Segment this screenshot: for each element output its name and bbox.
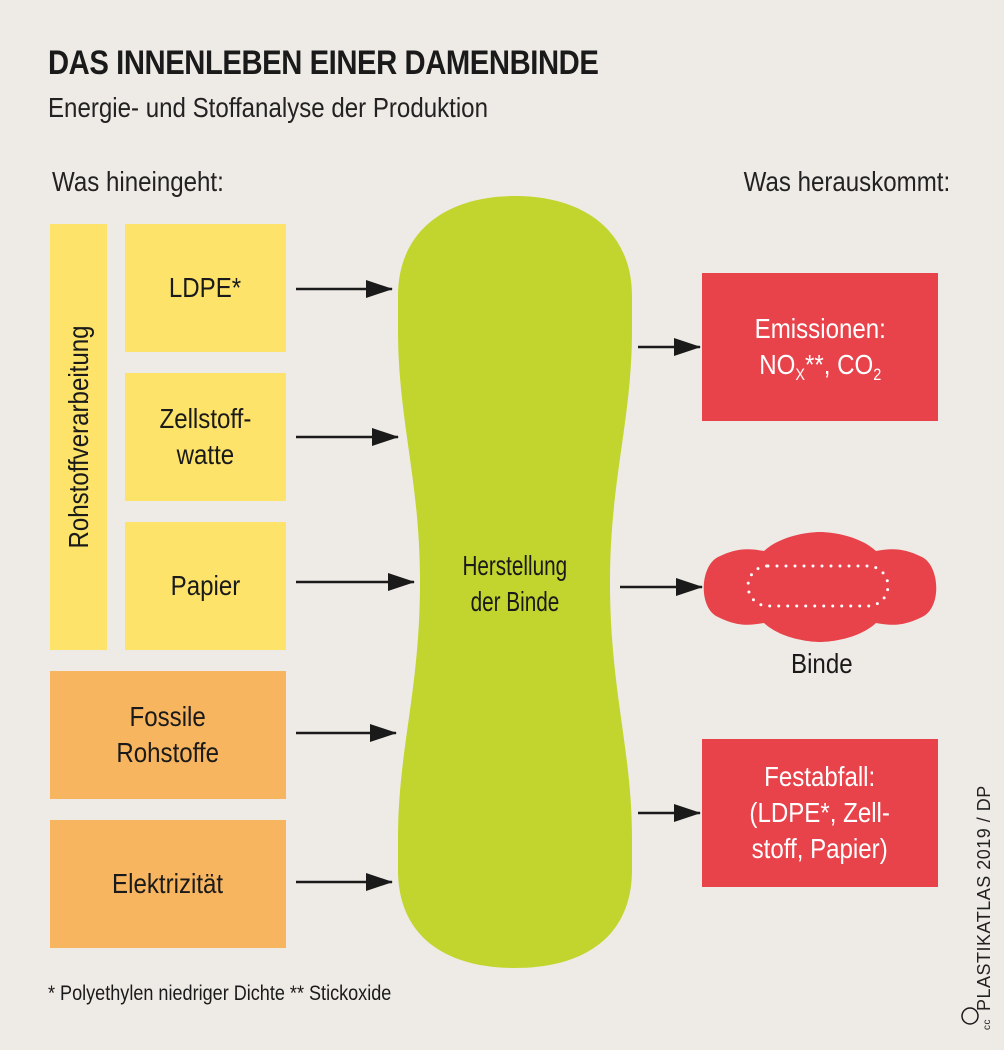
- output-festabfall: Festabfall: (LDPE*, Zell- stoff, Papier): [702, 739, 938, 887]
- production-pad-shape: [398, 196, 632, 968]
- footnote: * Polyethylen niedriger Dichte ** Sticko…: [48, 982, 392, 1005]
- output-festabfall-line3: stoff, Papier): [751, 833, 889, 864]
- nox-text: NO: [758, 349, 796, 380]
- binde-label-text: Binde: [791, 648, 853, 679]
- input-zellstoff-line2: watte: [176, 439, 235, 470]
- output-festabfall-line2: (LDPE*, Zell-: [749, 797, 891, 828]
- input-ldpe: LDPE*: [125, 224, 286, 352]
- input-zellstoffwatte: Zellstoff- watte: [125, 373, 286, 501]
- input-elektrizitaet-label: Elektrizität: [112, 868, 224, 899]
- input-zellstoff-line1: Zellstoff-: [159, 403, 252, 434]
- output-festabfall-line1: Festabfall:: [764, 761, 876, 792]
- input-fossile-line2: Rohstoffe: [116, 737, 220, 768]
- input-papier: Papier: [125, 522, 286, 650]
- production-label-line2: der Binde: [470, 586, 560, 617]
- outputs-header: Was herauskommt:: [743, 166, 950, 197]
- credit: cc PLASTIKATLAS 2019 / DP: [974, 785, 995, 1030]
- page-subtitle: Energie- und Stoffanalyse der Produktion: [48, 92, 488, 123]
- output-binde-label: Binde: [740, 648, 904, 680]
- nox-subscript: X: [795, 364, 805, 384]
- input-elektrizitaet: Elektrizität: [50, 820, 286, 948]
- credit-text: PLASTIKATLAS 2019 / DP: [974, 785, 994, 1011]
- group-rohstoffverarbeitung: Rohstoffverarbeitung: [50, 224, 107, 650]
- page-title: DAS INNENLEBEN EINER DAMENBINDE: [48, 44, 599, 82]
- input-fossile-rohstoffe: Fossile Rohstoffe: [50, 671, 286, 799]
- emissionen-rest-text: **, CO: [804, 349, 873, 380]
- input-ldpe-label: LDPE*: [169, 272, 242, 303]
- credit-symbol: cc: [982, 1019, 993, 1030]
- creative-commons-icon: [961, 1007, 979, 1025]
- output-emissionen: Emissionen: NOX**, CO2: [702, 273, 938, 421]
- co2-subscript: 2: [872, 364, 882, 384]
- output-emissionen-line2: NOX**, CO2: [758, 349, 881, 383]
- output-emissionen-line1: Emissionen:: [754, 313, 886, 344]
- binde-icon: [703, 532, 937, 642]
- inputs-header: Was hineingeht:: [52, 166, 224, 197]
- input-papier-label: Papier: [170, 570, 241, 601]
- production-label-line1: Herstellung: [462, 550, 568, 581]
- input-fossile-line1: Fossile: [129, 701, 207, 732]
- production-label: Herstellung der Binde: [400, 548, 630, 620]
